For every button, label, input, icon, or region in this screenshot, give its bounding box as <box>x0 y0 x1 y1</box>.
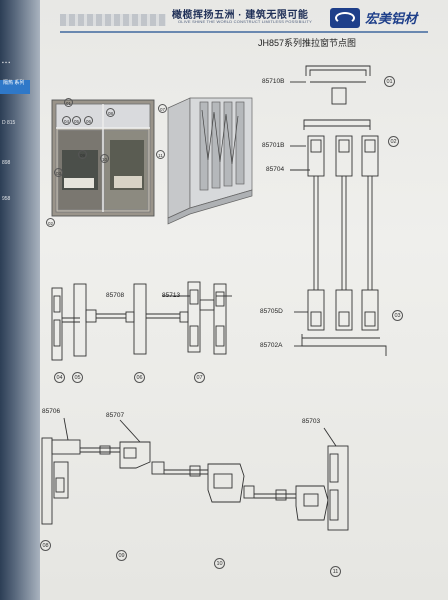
header-divider <box>60 31 428 33</box>
header-slogan: 橄榄挥扬五洲 · 建筑无限可能 <box>172 10 309 21</box>
callout-09: 09 <box>116 550 127 561</box>
page-header: 橄榄挥扬五洲 · 建筑无限可能 OLIVE SHINE THE WORLD CO… <box>60 6 446 33</box>
callout-07: 07 <box>194 372 205 383</box>
photo-callout-11: 11 <box>156 150 165 159</box>
prev-page-text: 898 <box>2 160 11 166</box>
part-label-85707: 85707 <box>106 412 125 419</box>
callout-03: 03 <box>392 310 403 321</box>
page-title: JH857系列推拉窗节点图 <box>258 38 357 48</box>
part-label-85710B: 85710B <box>262 78 285 85</box>
part-label-85703: 85703 <box>302 418 321 425</box>
photo-callout-07: 07 <box>158 104 167 113</box>
callout-01: 01 <box>384 76 395 87</box>
callout-05: 05 <box>72 372 83 383</box>
profile-3d-render <box>167 97 253 225</box>
callout-08: 08 <box>40 540 51 551</box>
photo-callout-05: 05 <box>72 116 81 125</box>
part-label-85704: 85704 <box>266 166 285 173</box>
callout-04: 04 <box>54 372 65 383</box>
previous-page-edge: ▪ ▪ ▪ 隔热 系列 D 815 898 958 <box>0 0 40 600</box>
photo-callout-10: 10 <box>100 154 109 163</box>
prev-page-text: D 815 <box>2 120 16 126</box>
horizontal-section-04-07 <box>51 281 232 361</box>
callout-06: 06 <box>134 372 145 383</box>
brand-logo-icon <box>330 8 360 28</box>
photo-callout-04: 04 <box>62 116 71 125</box>
photo-callout-03: 03 <box>54 168 63 177</box>
photo-callout-08: 08 <box>106 108 115 117</box>
photo-callout-06: 06 <box>84 116 93 125</box>
photo-callout-01: 01 <box>64 98 73 107</box>
brand-name: 宏美铝材 <box>365 12 418 27</box>
photo-callout-09: 09 <box>78 150 87 159</box>
prev-page-text: ▪ ▪ ▪ <box>2 60 11 66</box>
part-label-85702A: 85702A <box>260 342 283 349</box>
part-label-85706: 85706 <box>42 408 61 415</box>
section-drawings <box>41 65 387 531</box>
prev-page-tab: 隔热 系列 <box>0 80 30 94</box>
part-label-85705D: 85705D <box>260 308 283 315</box>
callout-10: 10 <box>214 558 225 569</box>
horizontal-section-08-11 <box>41 417 349 531</box>
photo-callout-02: 02 <box>46 218 55 227</box>
part-label-85708: 85708 <box>106 292 125 299</box>
callout-02: 02 <box>388 136 399 147</box>
vertical-section-drawing <box>290 65 387 356</box>
catalog-page: 橄榄挥扬五洲 · 建筑无限可能 OLIVE SHINE THE WORLD CO… <box>40 0 448 600</box>
header-decoration <box>60 14 166 26</box>
part-label-85701B: 85701B <box>262 142 285 149</box>
part-label-85713: 85713 <box>162 292 181 299</box>
prev-page-text: 958 <box>2 196 11 202</box>
header-slogan-en: OLIVE SHINE THE WORLD CONSTRUCT LIMITLES… <box>178 19 313 24</box>
callout-11: 11 <box>330 566 341 577</box>
